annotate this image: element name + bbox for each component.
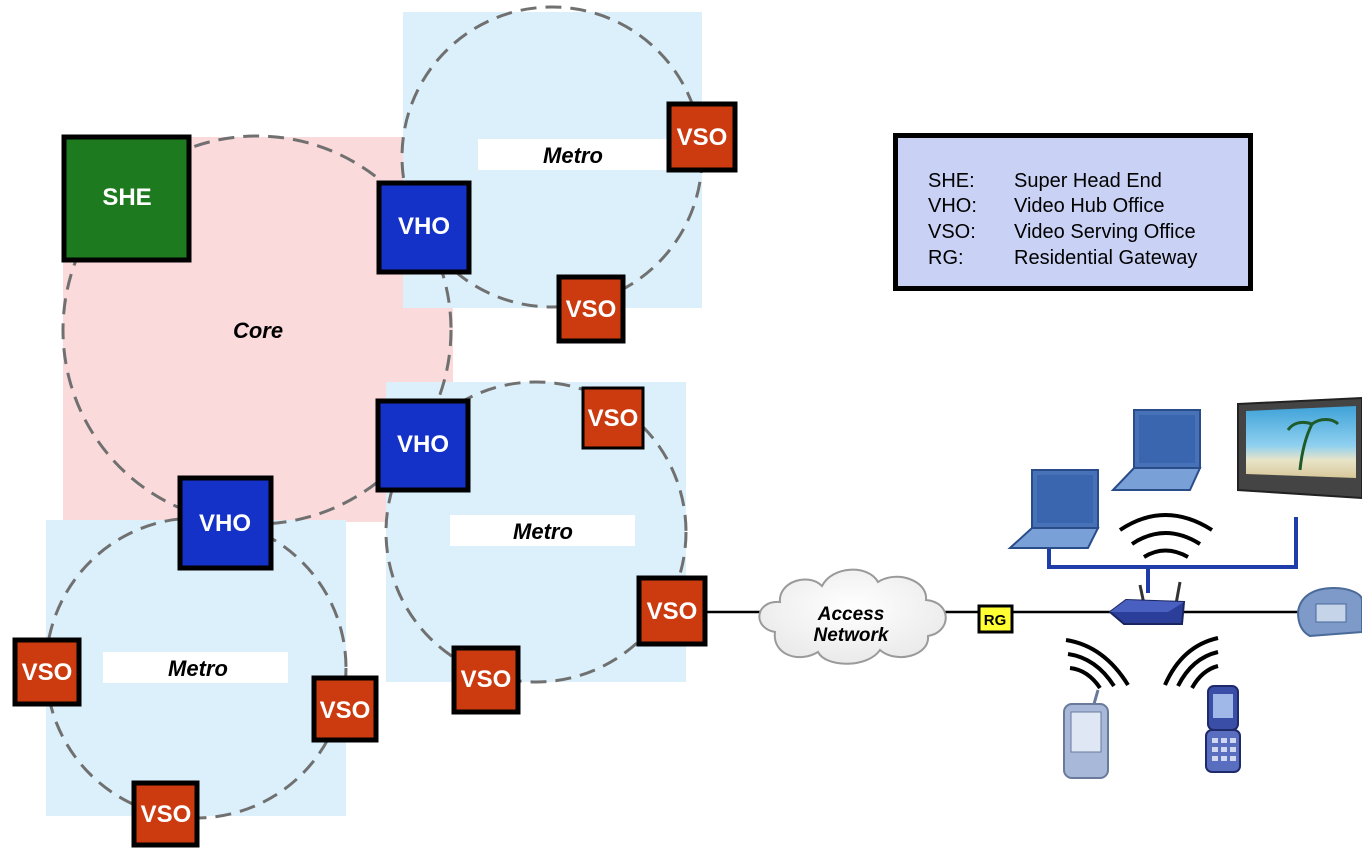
metro-label-box-middle bbox=[450, 515, 635, 546]
vso-label: VSO bbox=[461, 666, 512, 693]
wifi-router-icon bbox=[1108, 581, 1186, 625]
vso-label: VSO bbox=[588, 405, 639, 432]
metro-label-top: Metro bbox=[543, 143, 603, 168]
vso-label: VSO bbox=[647, 598, 698, 625]
vso-node-1: VSO bbox=[666, 101, 738, 173]
legend-abbr: VHO: bbox=[928, 195, 977, 217]
vho-label: VHO bbox=[398, 213, 450, 240]
vso-label: VSO bbox=[22, 659, 73, 686]
access-network-label-line1: Access bbox=[817, 604, 885, 625]
vho-node-middle: VHO bbox=[375, 398, 471, 493]
legend-desc: Video Serving Office bbox=[1014, 221, 1196, 243]
home-network-bus bbox=[1047, 517, 1298, 593]
legend-box: SHE:Super Head End VHO:Video Hub Office … bbox=[893, 133, 1253, 291]
vso-node-3: VSO bbox=[581, 386, 645, 450]
vho-label: VHO bbox=[397, 431, 449, 458]
access-network-label-line2: Network bbox=[814, 625, 890, 646]
rg-label: RG bbox=[984, 612, 1007, 629]
vso-node-7: VSO bbox=[311, 675, 379, 743]
vso-node-6: VSO bbox=[12, 637, 82, 707]
vho-label: VHO bbox=[199, 510, 251, 537]
legend-row-vho: VHO: Video Hub Office bbox=[928, 195, 1164, 218]
metro-label-bottom: Metro bbox=[168, 656, 228, 681]
legend-desc: Super Head End bbox=[1014, 170, 1162, 192]
legend-row-she: SHE: Super Head End bbox=[928, 170, 1162, 193]
vso-label: VSO bbox=[141, 801, 192, 828]
legend-desc: Residential Gateway bbox=[1014, 247, 1198, 269]
legend-abbr: RG: bbox=[928, 247, 964, 269]
metro-label-middle: Metro bbox=[513, 519, 573, 544]
metro-label-box-top bbox=[478, 139, 668, 170]
legend-desc: Video Hub Office bbox=[1014, 195, 1165, 217]
metro-ring-middle bbox=[384, 380, 688, 684]
telephone-icon bbox=[1296, 586, 1362, 638]
flip-phone-icon bbox=[1205, 685, 1241, 773]
laptop-icon bbox=[1110, 409, 1202, 491]
metro-label-box-bottom bbox=[103, 652, 288, 683]
vso-node-8: VSO bbox=[131, 780, 200, 848]
vso-node-5: VSO bbox=[451, 645, 521, 715]
vso-label: VSO bbox=[566, 296, 617, 323]
vho-node-top: VHO bbox=[376, 180, 472, 275]
vso-label: VSO bbox=[677, 124, 728, 151]
cloud-icon bbox=[758, 568, 947, 665]
wireless-signal-icon bbox=[1163, 636, 1219, 690]
legend-row-rg: RG: Residential Gateway bbox=[928, 247, 1197, 270]
laptop-icon bbox=[1007, 469, 1100, 549]
legend-row-vso: VSO: Video Serving Office bbox=[928, 221, 1196, 244]
legend-abbr: SHE: bbox=[928, 170, 975, 192]
vso-label: VSO bbox=[320, 697, 371, 724]
core-label: Core bbox=[233, 318, 283, 343]
wireless-signal-icon bbox=[1065, 638, 1130, 690]
legend-abbr: VSO: bbox=[928, 221, 976, 243]
wireless-signal-icon bbox=[1118, 513, 1214, 559]
she-label: SHE bbox=[102, 184, 151, 211]
rg-node: RG bbox=[977, 604, 1014, 634]
vso-node-2: VSO bbox=[556, 274, 626, 344]
vho-node-bottom: VHO bbox=[177, 475, 274, 571]
she-node: SHE bbox=[61, 134, 192, 263]
vso-node-4: VSO bbox=[636, 575, 708, 647]
flat-tv-icon bbox=[1237, 396, 1362, 500]
pda-phone-icon bbox=[1063, 689, 1109, 779]
